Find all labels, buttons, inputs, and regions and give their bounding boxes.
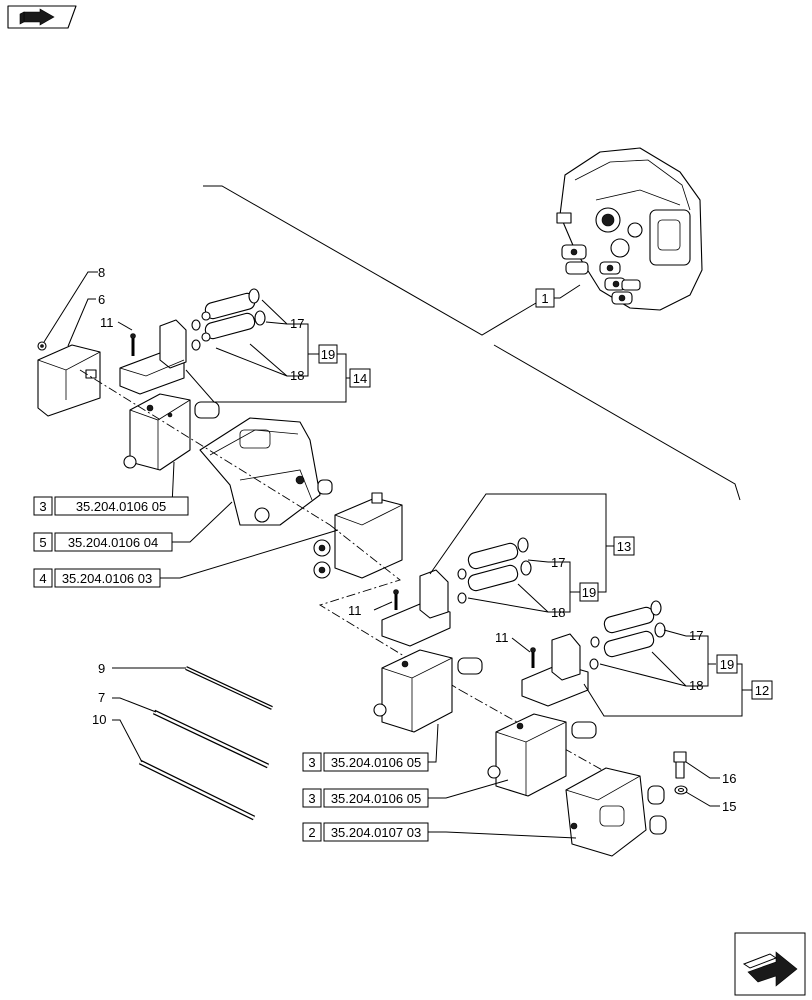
callout-labels: 8 6 11 17 18 17 11 18 11 17 18 9 7 10 16… [92,265,736,814]
reference-boxes: 3 35.204.0106 05 5 35.204.0106 04 4 35.2… [33,496,429,842]
inlet-body [199,417,333,526]
spool-set-upper [191,288,266,351]
callout-18-right: 18 [689,678,703,693]
callout-leaders [43,271,752,839]
callout-17-upper: 17 [290,316,304,331]
bracket-upper [119,319,187,395]
callout-15: 15 [722,799,736,814]
ref-code: 35.204.0106 05 [331,791,421,806]
boxed-callout-19-middle: 19 [582,585,596,600]
boxed-callout-19-upper: 19 [321,347,335,362]
ref-code: 35.204.0106 03 [62,571,152,586]
valve-section-lower-a [373,649,483,733]
outlet-section [313,492,403,579]
ref-box-6[interactable]: 2 35.204.0107 03 [302,822,429,842]
ref-item: 3 [39,499,46,514]
bolt-upper [130,333,136,356]
boxed-callout-12: 12 [755,683,769,698]
valve-section-lower-b [487,713,597,797]
callout-11-right: 11 [495,630,509,645]
boxed-callout-19-right: 19 [720,657,734,672]
ref-code: 35.204.0106 05 [331,755,421,770]
callout-11-upper: 11 [100,315,114,330]
callout-8: 8 [98,265,105,280]
boxed-callout-13: 13 [617,539,631,554]
callout-6: 6 [98,292,105,307]
ref-code: 35.204.0107 03 [331,825,421,840]
ref-item: 4 [39,571,46,586]
boxed-callout-1: 1 [541,291,548,306]
valve-assembly-complete [556,147,703,311]
ref-box-1[interactable]: 3 35.204.0106 05 [33,496,189,516]
bolt-middle [393,589,399,610]
tie-rod-7 [152,709,270,769]
bracket-middle [381,569,451,647]
assembly-guide-lines [203,185,741,501]
spool-set-right [589,600,666,670]
spool-set-middle [457,537,532,604]
end-cover [565,767,667,857]
ref-item: 3 [308,791,315,806]
boxed-callouts: 1 19 14 13 19 19 12 [318,288,773,700]
ref-code: 35.204.0106 04 [68,535,158,550]
callout-18-upper: 18 [290,368,304,383]
ref-box-4[interactable]: 3 35.204.0106 05 [302,752,429,772]
next-page-arrow-icon[interactable] [734,932,806,996]
callout-7: 7 [98,690,105,705]
port-fittings [561,244,641,305]
callout-16: 16 [722,771,736,786]
callout-10: 10 [92,712,106,727]
nut [37,341,47,351]
washer [674,785,688,795]
bracket-right [521,633,589,707]
callout-9: 9 [98,661,105,676]
ref-box-5[interactable]: 3 35.204.0106 05 [302,788,429,808]
ref-box-2[interactable]: 5 35.204.0106 04 [33,532,173,552]
ref-item: 3 [308,755,315,770]
valve-section-upper [123,393,220,471]
callout-18-middle: 18 [551,605,565,620]
ref-item: 2 [308,825,315,840]
plug [673,751,687,779]
bolt-right [530,647,536,668]
boxed-callout-14: 14 [353,371,367,386]
cover-plate [37,344,101,417]
callout-17-right: 17 [689,628,703,643]
ref-box-3[interactable]: 4 35.204.0106 03 [33,568,161,588]
book-arrow-icon[interactable] [7,5,77,29]
callout-11-middle: 11 [348,603,362,618]
tie-rod-10 [138,759,256,821]
ref-item: 5 [39,535,46,550]
tie-rod-9 [185,666,273,710]
ref-code: 35.204.0106 05 [76,499,166,514]
callout-17-middle: 17 [551,555,565,570]
